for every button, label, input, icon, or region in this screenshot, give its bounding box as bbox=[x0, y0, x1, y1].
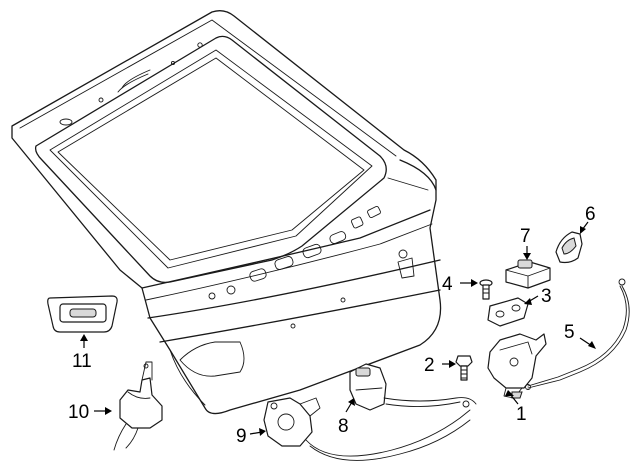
callout-9-label: 9 bbox=[236, 426, 247, 447]
part-6-cover bbox=[555, 231, 583, 264]
callout-8-label: 8 bbox=[338, 416, 349, 437]
callout-5: 5 bbox=[564, 322, 596, 349]
callout-9: 9 bbox=[236, 426, 266, 447]
part-9-motor bbox=[263, 397, 471, 461]
callout-4-label: 4 bbox=[442, 274, 453, 295]
part-8-lock-cylinder bbox=[349, 363, 477, 411]
callout-2: 2 bbox=[424, 355, 456, 376]
part-5-cable bbox=[525, 278, 630, 390]
part-11-release-switch bbox=[47, 295, 118, 333]
callout-7-label: 7 bbox=[520, 226, 531, 247]
callout-7: 7 bbox=[520, 226, 531, 260]
callout-6-label: 6 bbox=[585, 204, 596, 225]
liftgate-panel bbox=[11, 10, 442, 415]
callout-11-label: 11 bbox=[72, 351, 92, 372]
callout-10-label: 10 bbox=[68, 402, 89, 423]
part-2-bolt bbox=[455, 355, 473, 381]
callout-3-label: 3 bbox=[541, 286, 552, 307]
callout-1-label: 1 bbox=[516, 404, 527, 425]
callout-8: 8 bbox=[338, 398, 355, 437]
part-1-latch bbox=[487, 333, 547, 399]
callout-1: 1 bbox=[505, 390, 527, 425]
callout-4: 4 bbox=[442, 274, 478, 295]
callout-5-label: 5 bbox=[564, 322, 575, 343]
part-10-actuator bbox=[113, 361, 163, 451]
part-3-bracket bbox=[487, 297, 529, 327]
callout-3: 3 bbox=[524, 286, 552, 307]
callout-10: 10 bbox=[68, 402, 112, 423]
part-7-switch bbox=[505, 259, 551, 289]
callout-6: 6 bbox=[580, 204, 596, 234]
part-4-screw bbox=[479, 279, 493, 300]
callout-2-label: 2 bbox=[424, 355, 435, 376]
callout-11: 11 bbox=[72, 334, 92, 372]
